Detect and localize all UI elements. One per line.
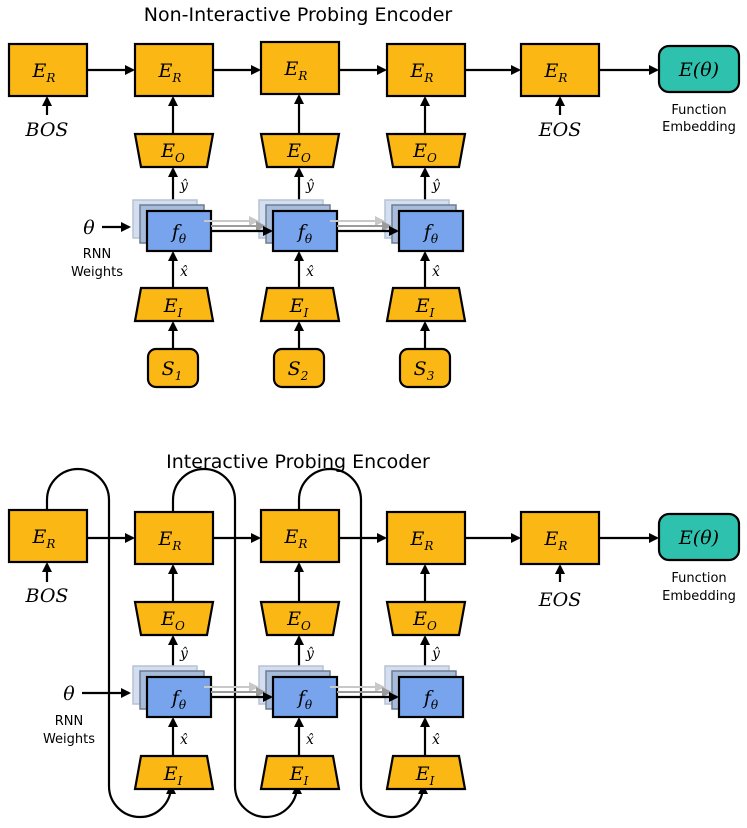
svg-text:ER: ER	[158, 528, 182, 553]
svg-text:EI: EI	[415, 763, 435, 788]
svg-text:fθ: fθ	[296, 221, 313, 246]
svg-text:EO: EO	[286, 608, 311, 633]
svg-text:EO: EO	[160, 608, 185, 633]
er-block-3: ER	[385, 42, 467, 98]
column-3-bottom: EO ŷ fθ x̂ EI	[384, 564, 467, 791]
rnn-weights-top-line2: Weights	[71, 265, 123, 280]
svg-text:ŷ: ŷ	[305, 645, 315, 662]
svg-text:fθ: fθ	[422, 687, 439, 712]
svg-text:EO: EO	[412, 608, 437, 633]
svg-text:S2: S2	[288, 358, 309, 383]
rnn-weights-top-line1: RNN	[83, 247, 111, 262]
svg-text:ŷ: ŷ	[179, 177, 189, 194]
column-1-bottom: EO ŷ fθ x̂ EI	[132, 564, 215, 791]
er-block-b0: ER	[7, 508, 89, 564]
er-block-1: ER	[133, 42, 215, 98]
svg-text:fθ: fθ	[170, 687, 187, 712]
f-chain-arrows-top	[204, 216, 399, 236]
svg-text:ER: ER	[410, 60, 434, 85]
er-block-b4: ER	[519, 510, 601, 566]
svg-text:EI: EI	[415, 295, 435, 320]
top-title: Non-Interactive Probing Encoder	[144, 4, 453, 26]
column-3-top: EO ŷ fθ x̂ EI S3	[384, 96, 467, 389]
svg-text:EI: EI	[289, 295, 309, 320]
eos-label: EOS	[538, 119, 581, 141]
svg-text:ER: ER	[410, 528, 434, 553]
svg-text:ŷ: ŷ	[179, 645, 189, 662]
svg-text:ER: ER	[32, 526, 56, 551]
svg-text:S3: S3	[414, 358, 435, 383]
er-block-4: ER	[519, 42, 601, 98]
svg-text:x̂: x̂	[432, 732, 440, 748]
er-block-2: ER	[259, 40, 341, 96]
svg-text:fθ: fθ	[422, 221, 439, 246]
er-block-b2: ER	[259, 508, 341, 564]
f-chain-arrows-bottom	[204, 682, 399, 702]
svg-text:EO: EO	[286, 140, 311, 165]
eos-label-bottom: EOS	[538, 589, 581, 611]
svg-text:x̂: x̂	[180, 732, 188, 748]
svg-text:EO: EO	[160, 140, 185, 165]
function-embedding-caption-line1: Function	[671, 103, 726, 118]
rnn-weights-bottom-line2: Weights	[43, 732, 95, 747]
svg-text:fθ: fθ	[296, 687, 313, 712]
svg-text:EO: EO	[412, 140, 437, 165]
embedding-block-bottom: E(θ)	[657, 512, 741, 562]
column-2-bottom: EO ŷ fθ x̂ EI	[258, 562, 341, 791]
svg-text:ŷ: ŷ	[431, 645, 441, 662]
svg-text:ER: ER	[284, 58, 308, 83]
rnn-weights-bottom-line1: RNN	[55, 714, 83, 729]
svg-text:fθ: fθ	[170, 221, 187, 246]
svg-text:ER: ER	[544, 60, 568, 85]
svg-text:EI: EI	[163, 763, 183, 788]
er-block-b3: ER	[385, 510, 467, 566]
svg-text:ER: ER	[32, 60, 56, 85]
svg-text:S1: S1	[162, 358, 183, 383]
svg-text:ER: ER	[544, 528, 568, 553]
er-block-0: ER	[7, 42, 89, 98]
bos-label-bottom: BOS	[25, 585, 69, 607]
svg-text:x̂: x̂	[180, 264, 188, 280]
function-embedding-bottom-line1: Function	[671, 571, 726, 586]
column-1-top: EO ŷ fθ x̂ EI S1	[132, 96, 215, 389]
bottom-title: Interactive Probing Encoder	[166, 451, 430, 473]
svg-text:x̂: x̂	[306, 264, 314, 280]
embedding-block: E(θ)	[657, 44, 741, 94]
theta-label-top: θ	[83, 217, 95, 239]
column-2-top: EO ŷ fθ x̂ EI S2	[258, 94, 341, 389]
svg-text:ER: ER	[158, 60, 182, 85]
bos-label: BOS	[25, 119, 69, 141]
svg-text:E(θ): E(θ)	[678, 59, 719, 81]
svg-text:ER: ER	[284, 526, 308, 551]
svg-text:EI: EI	[289, 763, 309, 788]
svg-text:ŷ: ŷ	[431, 177, 441, 194]
er-block-b1: ER	[133, 510, 215, 566]
svg-text:ŷ: ŷ	[305, 177, 315, 194]
svg-text:x̂: x̂	[432, 264, 440, 280]
theta-label-bottom: θ	[63, 683, 75, 705]
function-embedding-caption-line2: Embedding	[662, 120, 736, 135]
svg-text:E(θ): E(θ)	[678, 527, 719, 549]
svg-text:EI: EI	[163, 295, 183, 320]
function-embedding-bottom-line2: Embedding	[662, 589, 736, 604]
svg-text:x̂: x̂	[306, 732, 314, 748]
feedback-loops	[45, 467, 428, 819]
